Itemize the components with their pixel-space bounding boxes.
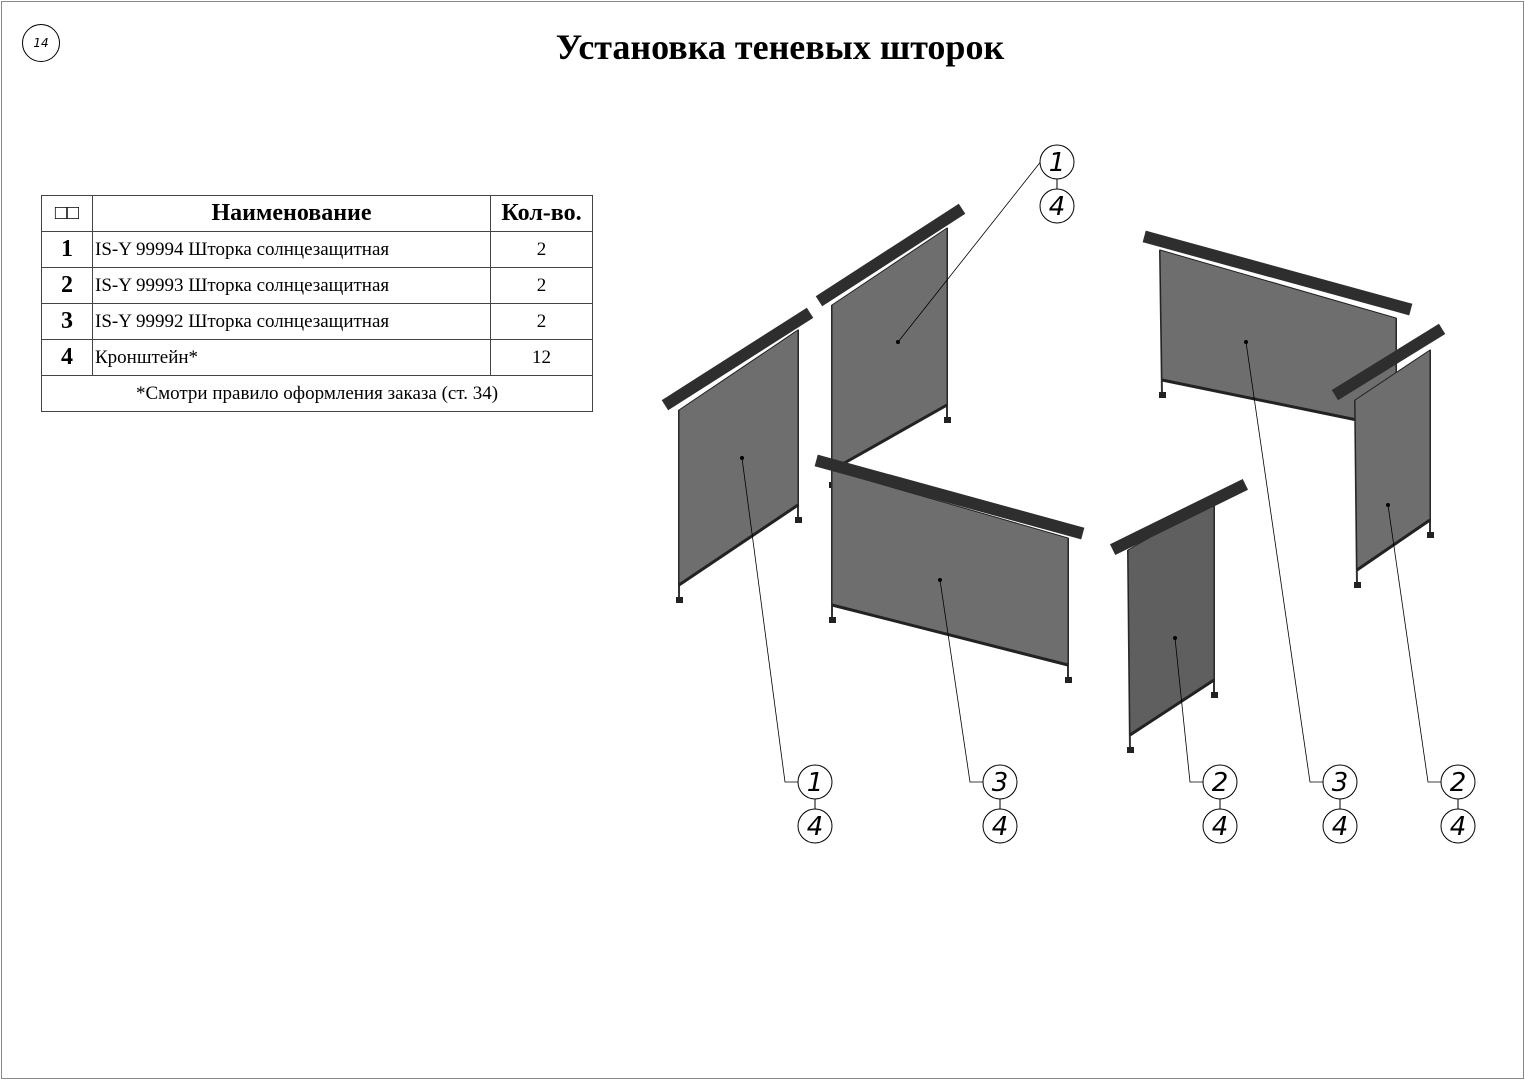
table-note-row: *Смотри правило оформления заказа (ст. 3… bbox=[41, 375, 593, 412]
shade-panel bbox=[814, 454, 1085, 683]
bracket bbox=[829, 617, 836, 623]
header-name: Наименование bbox=[92, 195, 491, 232]
callout-part-number: 2 bbox=[1450, 768, 1467, 798]
bracket bbox=[1065, 677, 1072, 683]
bottom-bar bbox=[678, 503, 799, 587]
leader-line bbox=[1245, 341, 1323, 783]
shade-panels bbox=[661, 203, 1446, 753]
callout-circle bbox=[1322, 808, 1358, 844]
leader-line bbox=[1387, 504, 1441, 783]
bracket bbox=[1354, 582, 1361, 588]
bracket bbox=[1127, 747, 1134, 753]
callout-circle bbox=[982, 808, 1018, 844]
shade-fabric bbox=[831, 227, 948, 471]
callout-part-number: 3 bbox=[1332, 768, 1349, 798]
bracket bbox=[676, 597, 683, 603]
callout-part-number: 1 bbox=[1049, 148, 1066, 178]
row-pos: 2 bbox=[41, 267, 93, 304]
bracket bbox=[944, 417, 951, 423]
row-pos: 4 bbox=[41, 339, 93, 376]
header-pos: □□ bbox=[41, 195, 93, 232]
page-title: Установка теневых шторок bbox=[555, 27, 1005, 67]
cassette bbox=[1142, 230, 1413, 316]
callout-bracket-number: 4 bbox=[1450, 812, 1467, 842]
callout-balloon: 24 bbox=[1440, 764, 1476, 844]
shade-panel bbox=[1331, 323, 1446, 588]
cassette bbox=[661, 307, 814, 411]
callout-balloon: 14 bbox=[797, 764, 833, 844]
table-header-row: □□ Наименование Кол-во. bbox=[41, 195, 593, 232]
bottom-bar bbox=[831, 403, 948, 472]
table-note: *Смотри правило оформления заказа (ст. 3… bbox=[41, 375, 593, 412]
bottom-bar bbox=[831, 603, 1069, 667]
shade-panel bbox=[815, 203, 966, 488]
callout-bracket-number: 4 bbox=[1332, 812, 1349, 842]
callout-circle bbox=[1202, 808, 1238, 844]
callout-part-number: 3 bbox=[992, 768, 1009, 798]
page-number: 14 bbox=[22, 24, 60, 62]
callout-bracket-number: 4 bbox=[1212, 812, 1229, 842]
row-name: IS-Y 99994 Шторка солнцезащитная bbox=[92, 231, 491, 268]
row-name: IS-Y 99993 Шторка солнцезащитная bbox=[92, 267, 491, 304]
row-qty: 2 bbox=[490, 303, 593, 340]
leader-line bbox=[939, 579, 983, 783]
callout-balloon: 24 bbox=[1202, 764, 1238, 844]
leader-line bbox=[1174, 637, 1203, 783]
bracket bbox=[1427, 532, 1434, 538]
row-qty: 2 bbox=[490, 267, 593, 304]
row-pos: 3 bbox=[41, 303, 93, 340]
shade-panel bbox=[1109, 478, 1249, 753]
callout-part-number: 2 bbox=[1212, 768, 1229, 798]
row-qty: 12 bbox=[490, 339, 593, 376]
callout-balloon: 34 bbox=[982, 764, 1018, 844]
cassette bbox=[814, 454, 1085, 540]
callout-circle bbox=[1039, 188, 1075, 224]
callout-circle bbox=[1440, 808, 1476, 844]
callout-bracket-number: 4 bbox=[1049, 192, 1066, 222]
cassette bbox=[1331, 323, 1446, 401]
header-qty: Кол-во. bbox=[490, 195, 593, 232]
callout-bracket-number: 4 bbox=[992, 812, 1009, 842]
row-name: Кронштейн* bbox=[92, 339, 491, 376]
bracket bbox=[1211, 692, 1218, 698]
callout-circle bbox=[797, 808, 833, 844]
callout-balloon: 34 bbox=[1322, 764, 1358, 844]
cassette bbox=[1109, 478, 1249, 556]
bottom-bar bbox=[1129, 678, 1215, 737]
leader-line bbox=[741, 457, 798, 783]
callout-part-number: 1 bbox=[807, 768, 824, 798]
shade-panel bbox=[661, 307, 814, 603]
callout-bracket-number: 4 bbox=[807, 812, 824, 842]
callout-balloon: 14 bbox=[1039, 144, 1075, 224]
bracket bbox=[795, 517, 802, 523]
cassette bbox=[815, 203, 966, 307]
page-number-text: 14 bbox=[33, 36, 49, 50]
bracket bbox=[1159, 392, 1166, 398]
